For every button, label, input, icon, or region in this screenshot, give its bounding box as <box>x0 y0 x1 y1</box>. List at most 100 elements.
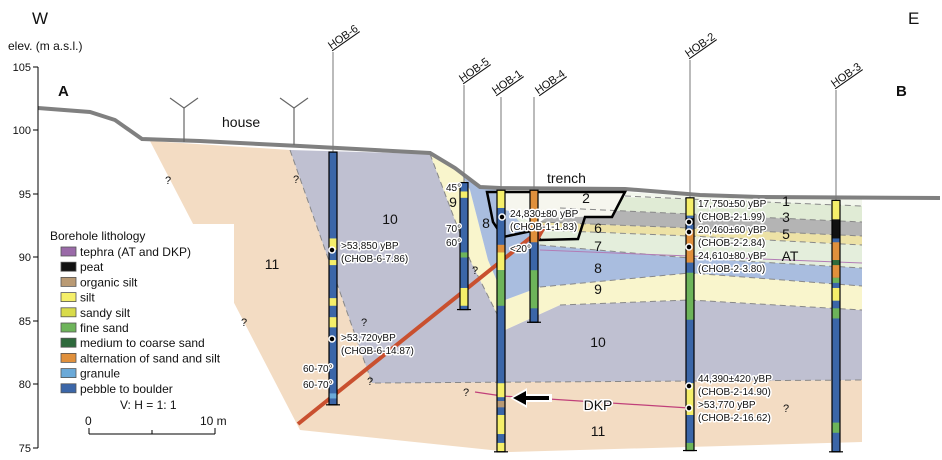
lithology-segment-pebble <box>686 197 694 451</box>
legend: Borehole lithology tephra (AT and DKP)pe… <box>46 224 234 435</box>
lithology-segment-pebble <box>329 152 337 405</box>
unknown-mark: ? <box>463 387 469 399</box>
lithology-segment-silt <box>329 298 337 306</box>
unit-1 <box>625 192 862 206</box>
legend-swatch <box>60 292 77 303</box>
east-label: E <box>908 9 919 28</box>
tick-80: 80 <box>19 379 31 391</box>
sample-dot <box>685 404 693 412</box>
unit-7-at <box>500 200 862 268</box>
legend-item: peat <box>60 260 104 274</box>
tick-85: 85 <box>19 316 31 328</box>
unit-8 <box>458 168 862 300</box>
sample-dot <box>685 243 693 251</box>
lithology-segment-silt <box>329 238 337 250</box>
lithology-segment-silt <box>497 442 505 452</box>
lithology-segment-silt <box>460 191 468 198</box>
house-label: house <box>222 114 260 130</box>
sample-dot <box>685 218 693 226</box>
lithology-segment-pebble <box>530 190 538 323</box>
tick-100: 100 <box>13 125 31 137</box>
dip-45: 45° <box>446 183 461 194</box>
unknown-mark: ? <box>293 174 299 186</box>
unit-label-8-west: 8 <box>482 215 490 231</box>
legend-item: fine sand <box>60 321 129 335</box>
house-icon <box>169 97 309 145</box>
section-end-b: B <box>896 83 907 100</box>
lithology-segment-pebble <box>460 182 468 310</box>
date-hob6-b-id: (CHOB-6-14.87) <box>341 346 414 357</box>
unknown-mark: ? <box>367 376 373 388</box>
section-start-a: A <box>58 83 69 100</box>
lithology-segment-alternation <box>497 244 505 253</box>
sample-dot <box>498 213 506 221</box>
borehole-label: HOB-6 <box>326 23 360 52</box>
dkp-arrow-icon <box>510 388 552 408</box>
legend-item: silt <box>60 291 95 305</box>
lithology-segment-silt <box>832 287 840 301</box>
legend-item: sandy silt <box>60 306 131 320</box>
lithology-segment-silt <box>497 252 505 271</box>
unit-label-11-west: 11 <box>265 256 280 272</box>
stratigraphy-layers <box>150 141 863 452</box>
tick-75: 75 <box>19 443 31 455</box>
unit-label-1: 1 <box>782 193 790 209</box>
lithology-segment-silt <box>497 414 505 435</box>
lithology-segment-fine_sand <box>530 270 538 309</box>
unit-5 <box>540 208 862 236</box>
axis-label: elev. (m a.s.l.) <box>8 39 82 53</box>
date-hob6-a-id: (CHOB-6-7.86) <box>341 254 408 265</box>
lithology-segment-silt <box>497 190 505 208</box>
unknown-mark: ? <box>241 317 247 329</box>
lithology-segment-silt <box>460 287 468 306</box>
legend-item: medium to coarse sand <box>60 336 205 350</box>
sample-dot <box>328 246 336 254</box>
unknown-mark: ? <box>472 265 478 277</box>
scale-ratio: V: H = 1: 1 <box>120 398 177 412</box>
lithology-segment-fine_sand <box>832 308 840 319</box>
lithology-segment-pebble <box>497 190 505 452</box>
lithology-segment-granule <box>329 393 337 399</box>
at-tephra-line <box>539 249 863 264</box>
legend-label: granule <box>80 367 120 381</box>
unit-label-6: 6 <box>594 220 602 236</box>
dip-70: 70° <box>446 224 461 235</box>
sample-dot <box>328 335 336 343</box>
legend-swatch <box>60 337 77 348</box>
unit-label-5: 5 <box>782 226 790 242</box>
unit-label-at: AT <box>782 248 799 264</box>
legend-swatch <box>60 352 77 363</box>
lithology-segment-silt <box>686 197 694 216</box>
scale-end: 10 m <box>200 414 227 428</box>
lithology-segment-silt <box>497 383 505 398</box>
tick-90: 90 <box>19 252 31 264</box>
legend-swatch <box>60 368 77 379</box>
lithology-segment-organic_silt <box>497 401 505 408</box>
legend-item: alternation of sand and silt <box>60 351 221 365</box>
lithology-segment-fine_sand <box>832 422 840 433</box>
legend-item: organic silt <box>60 275 138 289</box>
unit-label-7: 7 <box>594 238 602 254</box>
lithology-segment-silt <box>329 317 337 328</box>
unit-3 <box>560 195 862 222</box>
lithology-segment-pebble <box>832 200 840 452</box>
tick-105: 105 <box>13 62 31 74</box>
date-hob1-a-id: (CHOB-1-1.83) <box>510 222 577 233</box>
borehole-label: HOB-3 <box>829 61 863 90</box>
date-hob2-e-id: (CHOB-2-16.62) <box>698 413 771 424</box>
lithology-segment-silt <box>832 200 840 220</box>
lithology-segment-silt <box>686 383 694 415</box>
legend-label: fine sand <box>80 321 129 335</box>
unit-label-2: 2 <box>582 190 590 206</box>
legend-label: tephra (AT and DKP) <box>80 245 191 259</box>
date-hob1-a: 24,830±80 yBP <box>510 209 579 220</box>
legend-label: organic silt <box>80 275 138 289</box>
legend-item: granule <box>60 367 120 381</box>
borehole-label: HOB-4 <box>533 68 567 97</box>
ground-surface <box>37 106 941 200</box>
sample-dot <box>685 228 693 236</box>
unit-label-9-west: 9 <box>449 194 457 210</box>
scale-start: 0 <box>85 414 92 428</box>
